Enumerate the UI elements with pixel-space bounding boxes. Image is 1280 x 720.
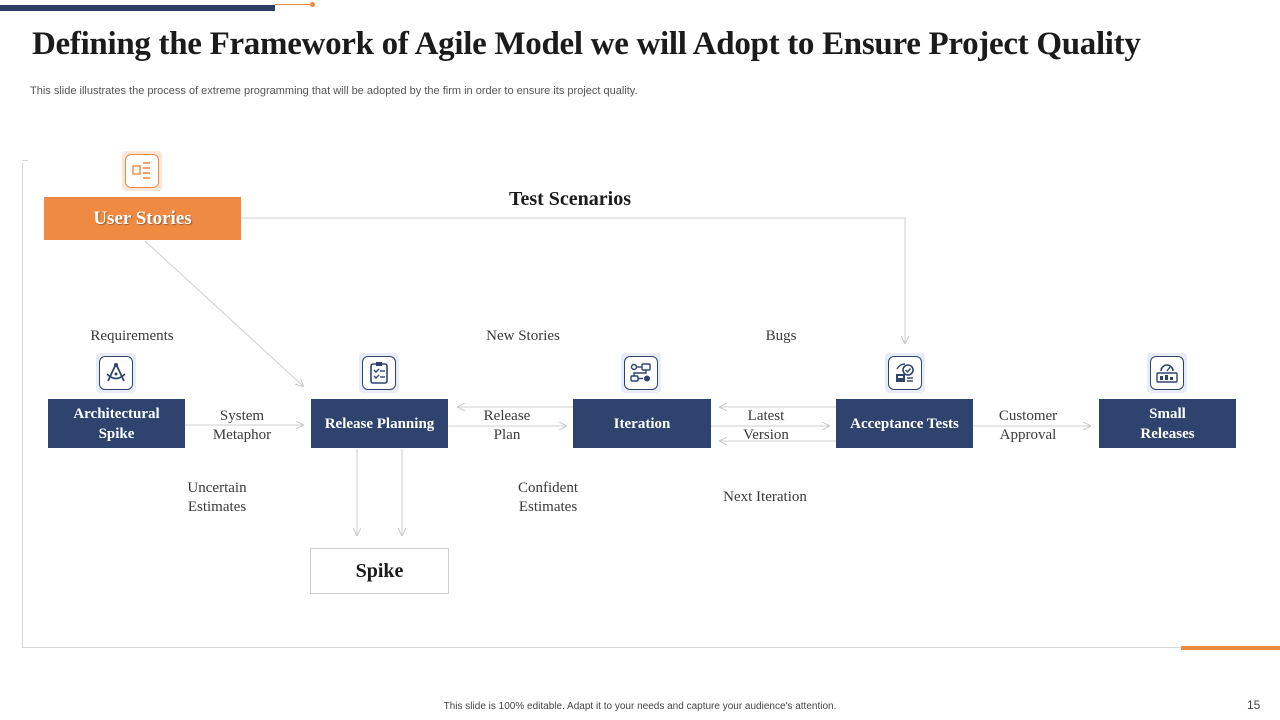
- acceptance-tests-node: Acceptance Tests: [836, 399, 973, 448]
- top-accent-line: [275, 4, 313, 5]
- top-accent-bar: [0, 5, 275, 11]
- small-releases-node: Small Releases: [1099, 399, 1236, 448]
- release-plan-line-1: Release: [483, 408, 531, 424]
- confident-estimates-label: Confident Estimates: [518, 479, 578, 517]
- iteration-node: Iteration: [573, 399, 711, 448]
- diagram-frame: [22, 163, 1182, 648]
- spike-node: Spike: [310, 548, 449, 594]
- uncertain-estimates-line-1: Uncertain: [187, 480, 247, 496]
- compass-ruler-icon: [96, 353, 136, 393]
- user-stories-to-release-connector: [144, 240, 303, 386]
- customer-approval-line-1: Customer: [998, 408, 1058, 424]
- system-metaphor-line-2: Metaphor: [212, 427, 272, 443]
- test-scenarios-connector: [241, 217, 905, 343]
- footer-note: This slide is 100% editable. Adapt it to…: [443, 701, 837, 712]
- latest-version-line-2: Version: [743, 427, 789, 443]
- new-stories-label: New Stories: [486, 328, 560, 344]
- system-metaphor-line-1: System: [219, 408, 265, 424]
- release-plan-label: Release Plan: [484, 407, 531, 445]
- release-planning-node: Release Planning: [311, 399, 448, 448]
- release-plan-line-2: Plan: [493, 427, 521, 443]
- checklist-icon: [359, 353, 399, 393]
- bottom-accent-bar: [1181, 646, 1280, 650]
- dashboard-monitor-icon: [1147, 353, 1187, 393]
- uncertain-estimates-line-2: Estimates: [187, 499, 247, 515]
- test-scenarios-label: Test Scenarios: [508, 188, 632, 210]
- uncertain-estimates-label: Uncertain Estimates: [187, 479, 246, 517]
- page-title: Defining the Framework of Agile Model we…: [32, 26, 1141, 62]
- frame-tick: [22, 160, 28, 161]
- system-metaphor-label: System Metaphor: [213, 407, 271, 445]
- latest-version-label: Latest Version: [743, 407, 789, 445]
- customer-approval-line-2: Approval: [999, 427, 1057, 443]
- confident-estimates-line-2: Estimates: [518, 499, 578, 515]
- bugs-label: Bugs: [765, 328, 797, 344]
- architectural-spike-node: Architectural Spike: [48, 399, 185, 448]
- approval-gauge-icon: [885, 353, 925, 393]
- page-number: 15: [1247, 698, 1261, 712]
- page-subtitle: This slide illustrates the process of ex…: [30, 85, 638, 97]
- latest-version-line-1: Latest: [747, 408, 785, 424]
- list-document-icon: [122, 151, 162, 191]
- requirements-label: Requirements: [90, 328, 174, 344]
- customer-approval-label: Customer Approval: [999, 407, 1057, 445]
- top-accent-dot: [310, 2, 315, 7]
- process-flow-icon: [621, 353, 661, 393]
- next-iteration-label: Next Iteration: [723, 489, 807, 505]
- confident-estimates-line-1: Confident: [518, 480, 578, 496]
- user-stories-node: User Stories: [44, 197, 241, 240]
